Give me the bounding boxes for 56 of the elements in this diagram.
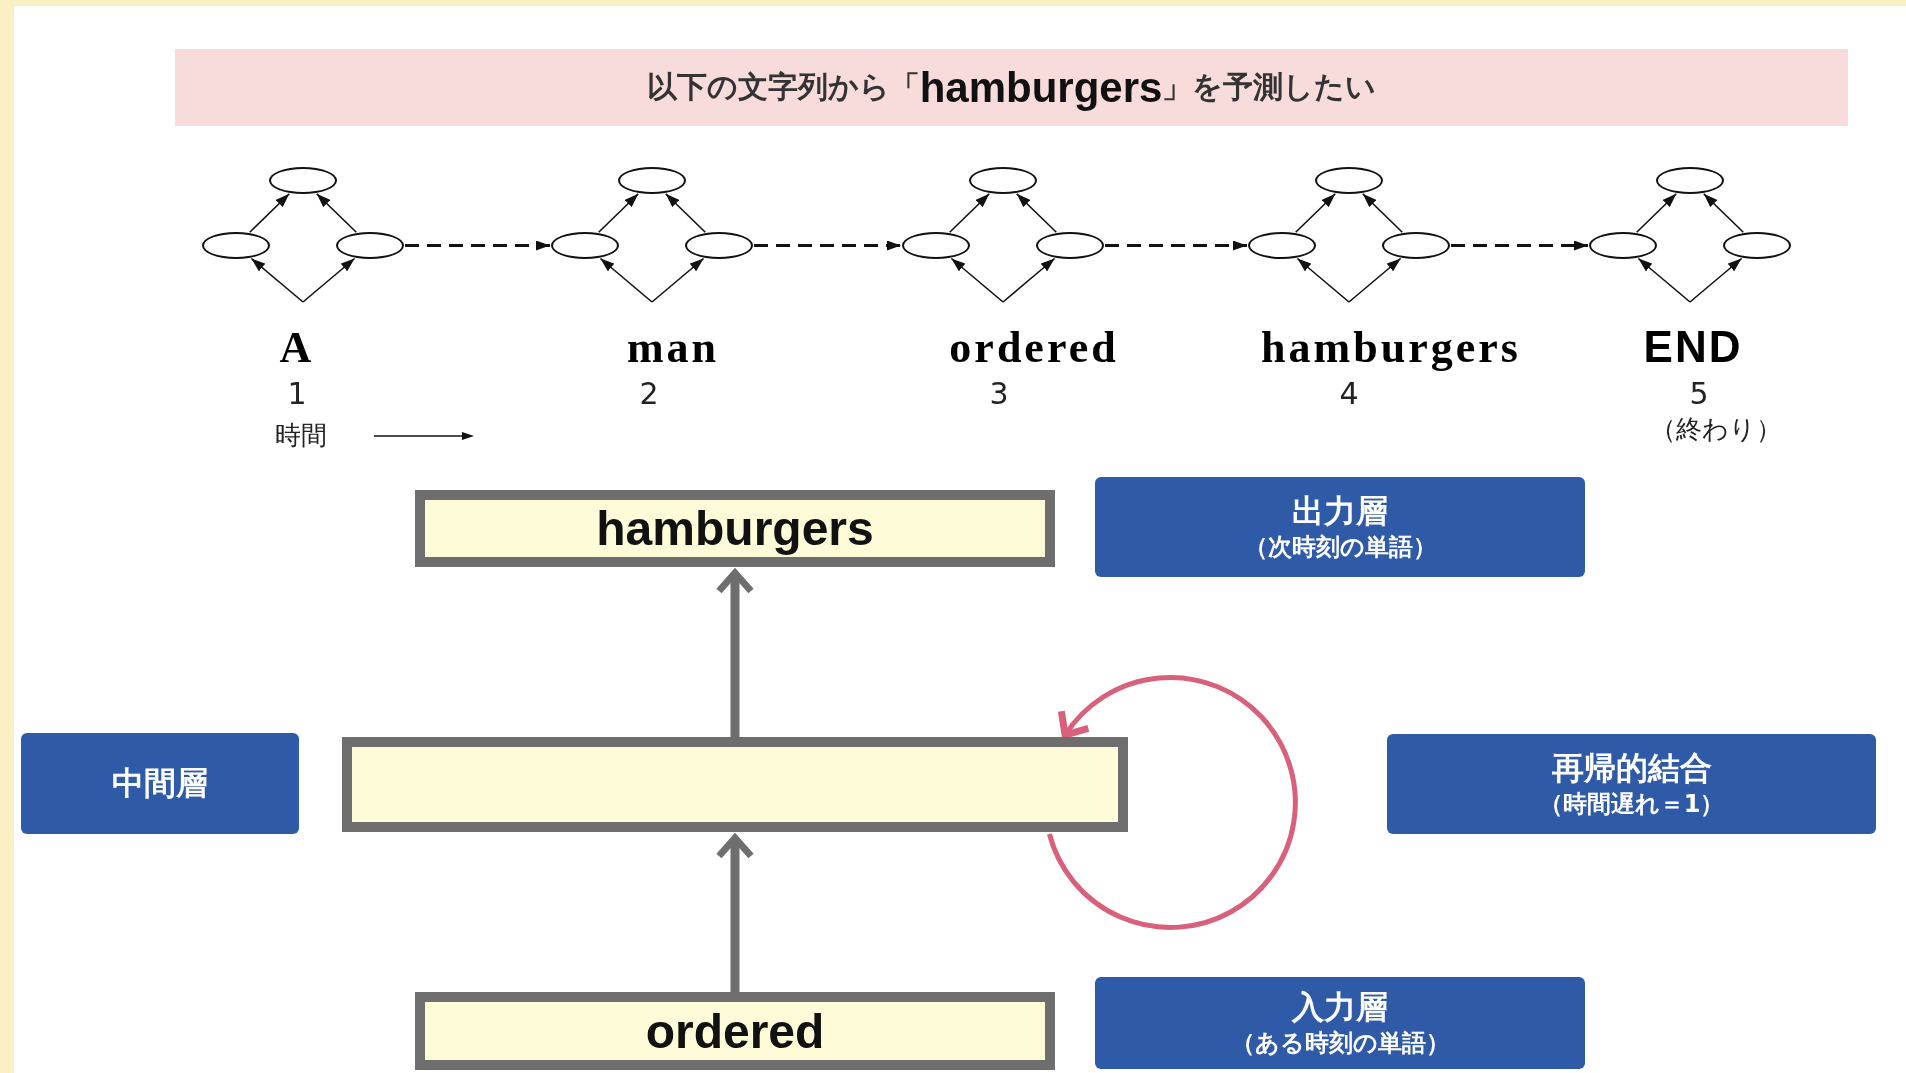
time-step-number: 1	[287, 376, 307, 411]
recurrent-loop-arrow	[1047, 675, 1298, 930]
layer-label	[21, 733, 299, 834]
arrow	[715, 569, 755, 737]
arrow	[948, 193, 991, 233]
layer-label	[1095, 977, 1585, 1069]
arrow	[950, 257, 1004, 303]
layer-label	[1387, 734, 1876, 834]
arrow	[315, 193, 358, 233]
arrow	[1294, 193, 1337, 233]
layer-box	[415, 992, 1055, 1070]
word-label: END	[1643, 322, 1743, 372]
word-label: A	[279, 322, 315, 373]
arrow	[1015, 193, 1058, 233]
arrow	[1689, 257, 1743, 303]
arrow	[1002, 257, 1056, 303]
arrow	[599, 257, 653, 303]
arrow	[250, 257, 304, 303]
arrow	[1637, 257, 1691, 303]
layer-name: 入力層	[1292, 986, 1388, 1028]
arrow	[1105, 240, 1247, 251]
arrow	[1635, 193, 1678, 233]
layer-name: 再帰的結合	[1551, 747, 1712, 789]
arrow	[597, 193, 640, 233]
time-step-number: 4	[1339, 376, 1359, 411]
word-label: ordered	[949, 322, 1119, 373]
hidden-layer-box	[342, 737, 1128, 832]
layer-name: 出力層	[1292, 490, 1388, 532]
arrow	[405, 240, 550, 251]
layer-label	[1095, 477, 1585, 577]
arrow	[1348, 257, 1402, 303]
arrow	[1451, 240, 1588, 251]
time-step-number: 2	[639, 376, 659, 411]
time-label: （終わり）	[1650, 413, 1782, 446]
word-text: hamburgers	[596, 501, 874, 556]
arrow	[651, 257, 705, 303]
arrow	[248, 193, 291, 233]
title-banner: 以下の文字列から「hamburgers」を予測したい	[175, 49, 1848, 126]
arrow	[302, 257, 356, 303]
word-label: hamburgers	[1261, 322, 1521, 373]
arrow	[664, 193, 707, 233]
arrow	[754, 240, 901, 251]
layer-note: （次時刻の単語）	[1243, 532, 1437, 564]
layer-box	[415, 490, 1055, 567]
layer-note: （ある時刻の単語）	[1230, 1028, 1450, 1060]
word-label: man	[626, 322, 720, 373]
time-label: 時間	[275, 419, 327, 452]
arrow	[715, 834, 755, 992]
arrow	[1702, 193, 1745, 233]
layer-note: （時間遅れ＝1）	[1538, 789, 1725, 821]
arrow	[1361, 193, 1404, 233]
arrow	[1296, 257, 1350, 303]
time-step-number: 3	[989, 376, 1009, 411]
time-step-number: 5	[1689, 376, 1709, 411]
word-text: ordered	[645, 1003, 825, 1059]
layer-name: 中間層	[112, 762, 208, 804]
